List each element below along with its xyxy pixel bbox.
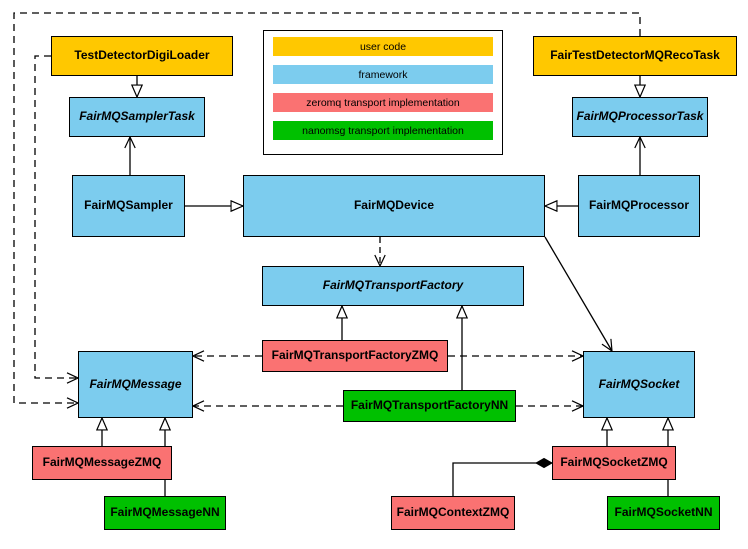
edge-contextzmq-socketzmq (452, 457, 554, 496)
edge-recotask-message (13, 12, 641, 403)
node-fairmqprocessor[interactable]: FairMQProcessor (578, 175, 700, 237)
node-label: FairMQTransportFactory (322, 278, 464, 293)
node-fairmqmessage[interactable]: FairMQMessage (78, 351, 193, 418)
node-fairmqtransportfactoryzmq[interactable]: FairMQTransportFactoryZMQ (262, 340, 448, 372)
node-fairmqcontextzmq[interactable]: FairMQContextZMQ (391, 496, 515, 530)
node-label: FairMQMessageNN (110, 505, 220, 520)
legend-label: zeromq transport implementation (306, 96, 460, 109)
node-label: FairTestDetectorMQRecoTask (550, 48, 720, 63)
node-testdetectordigiloader[interactable]: TestDetectorDigiLoader (51, 36, 233, 76)
node-fairmqmessagezmq[interactable]: FairMQMessageZMQ (32, 446, 172, 480)
node-label: FairMQContextZMQ (396, 505, 510, 520)
legend-item-framework: framework (273, 65, 493, 84)
node-label: FairMQMessageZMQ (42, 455, 162, 470)
node-label: FairMQSamplerTask (79, 109, 195, 124)
node-fairmqsocketzmq[interactable]: FairMQSocketZMQ (552, 446, 676, 480)
node-label: FairMQTransportFactoryNN (350, 398, 509, 413)
edge-device-socket (544, 236, 612, 351)
node-fairmqsamplertask[interactable]: FairMQSamplerTask (69, 97, 205, 137)
node-label: FairMQProcessorTask (576, 109, 704, 124)
node-fairmqsocketnn[interactable]: FairMQSocketNN (607, 496, 720, 530)
node-label: FairMQDevice (353, 198, 435, 213)
legend-label: framework (358, 68, 408, 81)
node-fairmqsampler[interactable]: FairMQSampler (72, 175, 185, 237)
node-label: FairMQProcessor (588, 198, 690, 213)
legend-label: user code (359, 40, 407, 53)
node-fairmqsocket[interactable]: FairMQSocket (583, 351, 695, 418)
node-label: FairMQTransportFactoryZMQ (271, 348, 439, 363)
legend-item-zeromq: zeromq transport implementation (273, 93, 493, 112)
legend-item-user-code: user code (273, 37, 493, 56)
node-label: FairMQSocket (598, 376, 680, 391)
node-label: TestDetectorDigiLoader (74, 48, 210, 63)
node-label: FairMQSampler (84, 198, 173, 213)
legend: user code framework zeromq transport imp… (263, 30, 503, 155)
legend-item-nanomsg: nanomsg transport implementation (273, 121, 493, 140)
node-fairtestdetectormqrecotask[interactable]: FairTestDetectorMQRecoTask (533, 36, 737, 76)
legend-label: nanomsg transport implementation (302, 124, 464, 137)
node-fairmqdevice[interactable]: FairMQDevice (243, 175, 545, 237)
node-fairmqtransportfactorynn[interactable]: FairMQTransportFactoryNN (343, 390, 516, 422)
node-label: FairMQMessage (89, 376, 182, 391)
node-label: FairMQSocketZMQ (560, 455, 668, 470)
node-fairmqprocessortask[interactable]: FairMQProcessorTask (572, 97, 708, 137)
node-fairmqmessagenn[interactable]: FairMQMessageNN (104, 496, 226, 530)
node-label: FairMQSocketNN (614, 505, 713, 520)
node-fairmqtransportfactory[interactable]: FairMQTransportFactory (262, 266, 524, 306)
